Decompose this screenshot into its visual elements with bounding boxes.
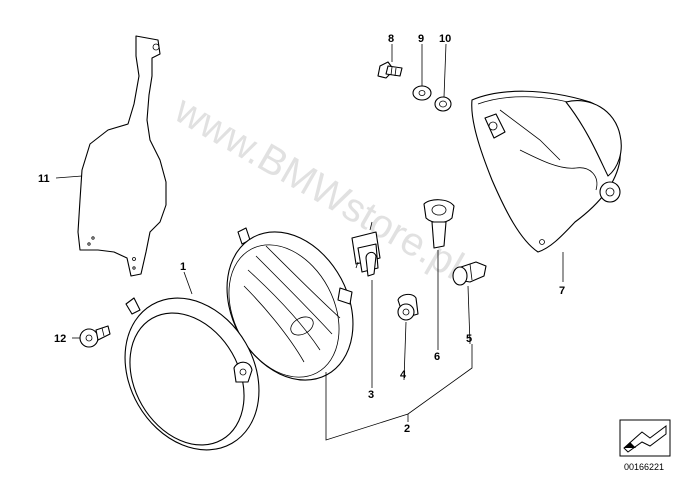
part-6-socket — [423, 199, 455, 249]
image-code: 00166221 — [624, 462, 664, 472]
label-3: 3 — [368, 389, 374, 401]
label-5: 5 — [466, 333, 472, 345]
leader-lines — [55, 43, 564, 441]
label-4: 4 — [400, 369, 407, 381]
part-4-bulb — [397, 293, 419, 321]
part-11-bracket — [77, 35, 167, 277]
label-1: 1 — [180, 261, 186, 273]
label-2: 2 — [404, 423, 410, 435]
label-6: 6 — [434, 351, 440, 363]
label-11: 11 — [38, 173, 50, 185]
label-8: 8 — [388, 33, 394, 45]
part-10-washer — [434, 96, 452, 112]
part-labels: 8 9 10 11 1 12 7 5 6 4 3 2 — [38, 33, 565, 435]
part-8-bolt — [377, 61, 403, 79]
arrow-badge-icon — [619, 419, 671, 457]
part-7-housing — [471, 90, 622, 253]
label-12: 12 — [54, 333, 66, 345]
part-3-h4-bulb — [351, 221, 381, 277]
part-9-washer — [412, 85, 432, 101]
label-9: 9 — [418, 33, 424, 45]
part-1-trim-ring — [124, 297, 260, 451]
part-12-screw — [79, 325, 111, 348]
label-10: 10 — [439, 33, 451, 45]
label-7: 7 — [559, 285, 565, 297]
part-5-bulb — [452, 261, 487, 286]
